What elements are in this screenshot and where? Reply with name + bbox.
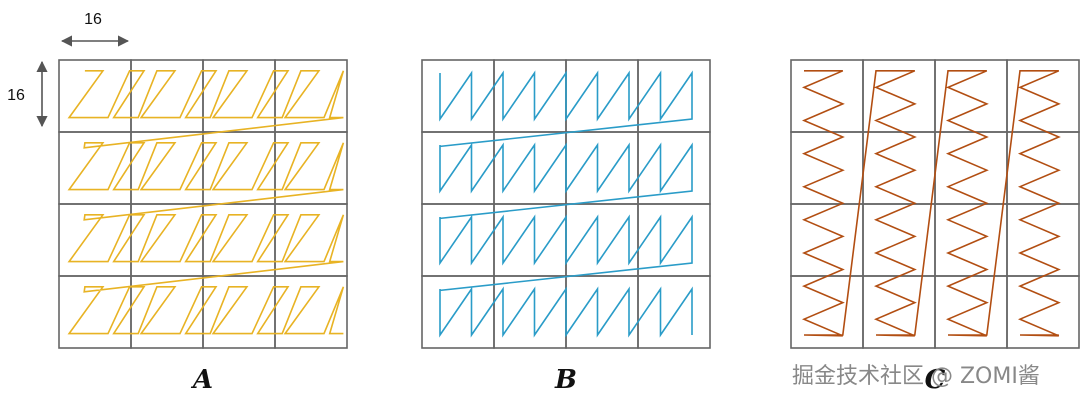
watermark: 掘金技术社区 @ ZOMI酱 — [792, 364, 1040, 389]
grid-cell — [637, 275, 711, 349]
grid-cell — [493, 59, 567, 133]
grid-cell — [1006, 275, 1080, 349]
grid-cell — [421, 131, 495, 205]
panel-c: C — [790, 59, 1080, 395]
grid-c — [790, 59, 1080, 349]
panel-label-a: A — [190, 365, 213, 395]
grid-cell — [1006, 203, 1080, 277]
panel-b: B — [421, 59, 711, 395]
grid-cell — [790, 131, 864, 205]
panel-label-c: C — [925, 365, 946, 395]
panel-label-b: B — [554, 365, 577, 395]
grid-cell — [790, 275, 864, 349]
grid-cell — [565, 275, 639, 349]
grid-cell — [862, 275, 936, 349]
grid-cell — [934, 131, 1008, 205]
grid-cell — [493, 203, 567, 277]
grid-cell — [274, 275, 348, 349]
grid-cell — [493, 275, 567, 349]
grid-cell — [934, 275, 1008, 349]
scan-path-b — [439, 70, 693, 338]
width-dimension: 16 — [60, 11, 130, 47]
grid-cell — [421, 203, 495, 277]
height-label: 16 — [7, 87, 25, 104]
grid-cell — [565, 203, 639, 277]
grid-cell — [421, 275, 495, 349]
width-label: 16 — [84, 11, 102, 28]
scan-path-a — [67, 70, 345, 335]
grid-cell — [1006, 131, 1080, 205]
grid-cell — [565, 131, 639, 205]
panel-a: A — [58, 59, 348, 395]
scan-path-c — [801, 70, 1061, 337]
grid-a — [58, 59, 348, 349]
grid-cell — [421, 59, 495, 133]
grid-cell — [565, 59, 639, 133]
grid-cell — [862, 131, 936, 205]
grid-cell — [493, 131, 567, 205]
height-dimension: 16 — [7, 60, 48, 128]
